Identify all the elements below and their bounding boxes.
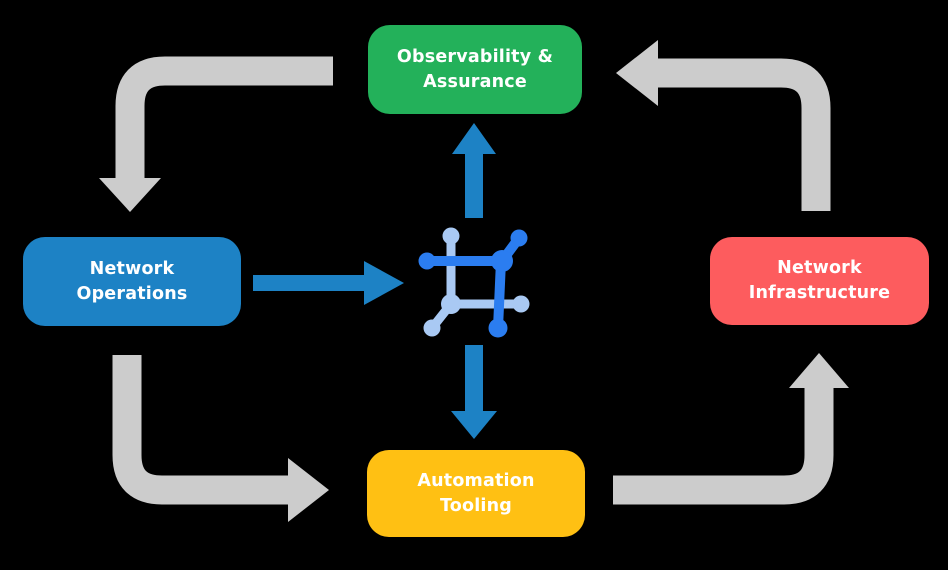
network-mesh-icon-dark-left-node [418,252,436,270]
arrow-infrastructure-to-observability-shaft [658,58,831,211]
node-observability-assurance: Observability & Assurance [368,25,582,114]
network-mesh-icon-dark-bottom-node [488,318,508,338]
arrow-operations-to-automation [112,355,329,522]
node-network-operations: Network Operations [23,237,241,326]
arrow-automation-to-infrastructure-head [789,353,849,388]
arrow-infrastructure-to-observability-head [616,40,658,106]
arrow-infrastructure-to-observability [616,40,831,211]
node-automation-tooling: Automation Tooling [367,450,585,537]
network-mesh-icon-light-top-node [442,227,460,245]
arrow-operations-to-center-head [364,261,404,305]
arrow-operations-to-automation-head [288,458,329,522]
network-mesh-icon-dark-top-right-node [510,229,528,247]
arrow-observability-to-operations-shaft [115,56,333,178]
arrow-operations-to-center [253,261,404,305]
arrow-center-to-observability-head [452,123,496,154]
arrow-observability-to-operations-head [99,178,161,212]
network-mesh-icon-light-right-node [512,295,530,313]
node-label: Automation Tooling [417,470,535,516]
arrow-automation-to-infrastructure-shaft [613,388,834,505]
node-label: Observability & Assurance [396,46,554,92]
node-label: Network Operations [76,258,188,304]
network-mesh-icon-dark-vertical-line [493,256,506,333]
arrow-center-to-observability [452,123,496,218]
node-network-infrastructure: Network Infrastructure [710,237,929,325]
arrow-operations-to-automation-shaft [112,355,288,505]
network-mesh-icon-dark-corner-node [491,250,513,272]
node-label: Network Infrastructure [748,258,891,303]
arrow-observability-to-operations [99,56,333,212]
network-mesh-icon [418,227,530,338]
network-mesh-icon-light-bottom-left-node [423,319,441,337]
arrow-automation-to-infrastructure [613,353,849,505]
network-mesh-icon-light-corner-node [441,294,461,314]
arrow-center-to-automation [451,345,497,439]
arrow-center-to-automation-head [451,411,497,439]
